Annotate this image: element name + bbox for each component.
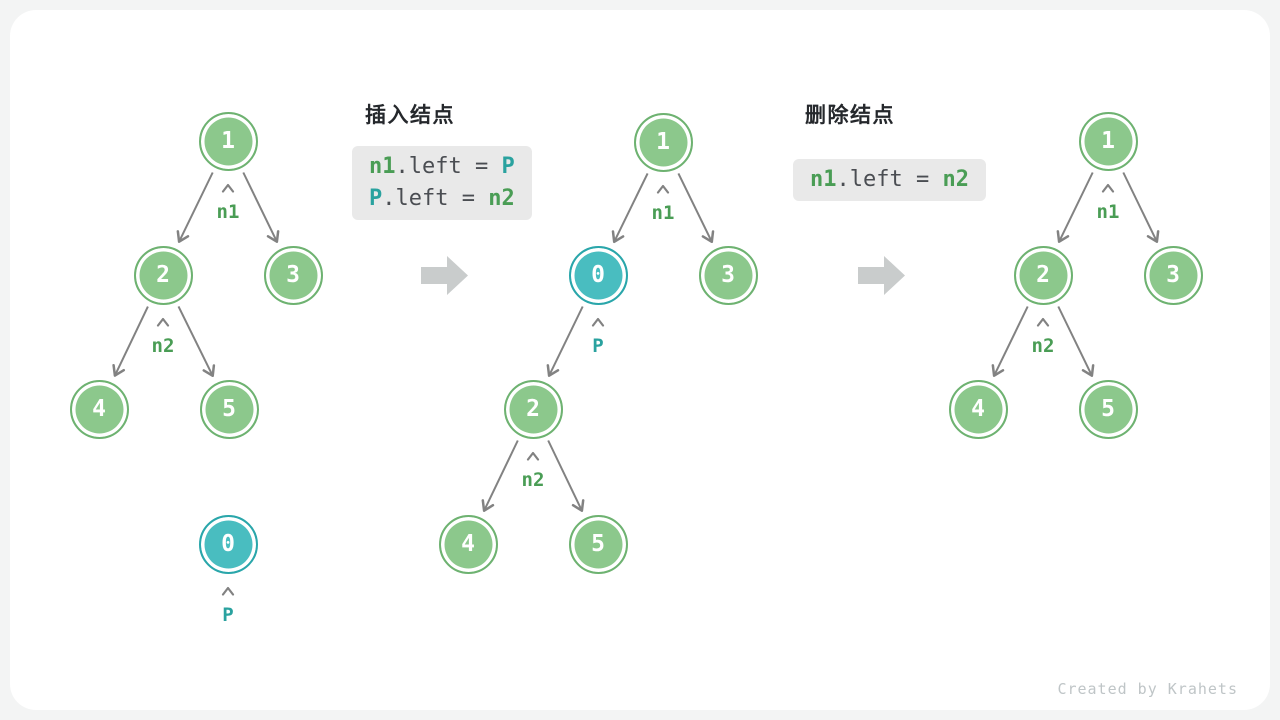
pointer-label: P — [222, 604, 234, 626]
insert-section-title: 插入结点 — [365, 103, 455, 127]
pointer-label: n2 — [1031, 335, 1055, 357]
tree-edge — [481, 440, 519, 512]
tree-node: 3 — [698, 245, 758, 305]
pointer-label: n2 — [151, 335, 175, 357]
tree-node: 2 — [133, 245, 193, 305]
pointer-label: n1 — [216, 201, 240, 223]
code-token: n1 — [369, 154, 396, 179]
up-caret-icon — [221, 586, 235, 596]
code-token: n1 — [810, 167, 837, 192]
transition-arrow-remove — [858, 256, 905, 295]
tree-node: 1 — [633, 112, 693, 172]
code-line: n1.left = P — [369, 151, 515, 183]
code-token: n2 — [488, 186, 515, 211]
up-caret-icon — [221, 183, 235, 193]
tree-node: 2 — [503, 379, 563, 439]
tree-node: 4 — [948, 379, 1008, 439]
tree-node: 3 — [263, 245, 323, 305]
up-caret-icon — [591, 317, 605, 327]
pointer-label: P — [592, 335, 604, 357]
transition-arrow-insert — [421, 256, 468, 295]
tree-node: 4 — [438, 514, 498, 574]
tree-edge — [611, 172, 649, 244]
tree-edge — [1122, 172, 1160, 243]
tree-node: 1 — [1078, 111, 1138, 171]
code-token: .left = — [836, 167, 943, 192]
pointer-label: n1 — [651, 202, 675, 224]
code-token: .left = — [382, 186, 489, 211]
tree-edge — [677, 172, 715, 244]
pointer-label: n1 — [1096, 201, 1120, 223]
tree-edge — [547, 440, 585, 512]
tree-edge — [991, 306, 1029, 377]
up-caret-icon — [1036, 317, 1050, 327]
tree-node: 3 — [1143, 245, 1203, 305]
tree-edge — [112, 306, 149, 377]
up-caret-icon — [656, 184, 670, 194]
tree-node: 0 — [198, 514, 258, 574]
up-caret-icon — [1101, 183, 1115, 193]
tree-node: 5 — [199, 379, 259, 439]
remove-code-box: n1.left = n2 — [793, 159, 986, 201]
code-line: P.left = n2 — [369, 183, 515, 215]
tree-node: 4 — [69, 379, 129, 439]
tree-edge — [176, 172, 214, 243]
tree-node: 5 — [1078, 379, 1138, 439]
code-token: P — [501, 154, 515, 179]
up-caret-icon — [156, 317, 170, 327]
tree-edge — [177, 305, 216, 378]
tree-edge — [1056, 172, 1094, 243]
code-line: n1.left = n2 — [810, 164, 969, 196]
tree-edge — [546, 306, 584, 377]
remove-section-title: 删除结点 — [805, 103, 895, 127]
credit-text: Created by Krahets — [1057, 680, 1238, 698]
code-token: n2 — [942, 167, 969, 192]
up-caret-icon — [526, 451, 540, 461]
tree-edge — [242, 172, 280, 243]
code-token: .left = — [395, 154, 502, 179]
tree-node: 2 — [1013, 245, 1073, 305]
insert-code-box: n1.left = P P.left = n2 — [352, 146, 532, 220]
code-token: P — [369, 186, 383, 211]
pointer-label: n2 — [521, 469, 545, 491]
tree-node: 0 — [568, 245, 628, 305]
tree-edge — [1057, 306, 1095, 377]
tree-node: 5 — [568, 514, 628, 574]
tree-node: 1 — [198, 111, 258, 171]
